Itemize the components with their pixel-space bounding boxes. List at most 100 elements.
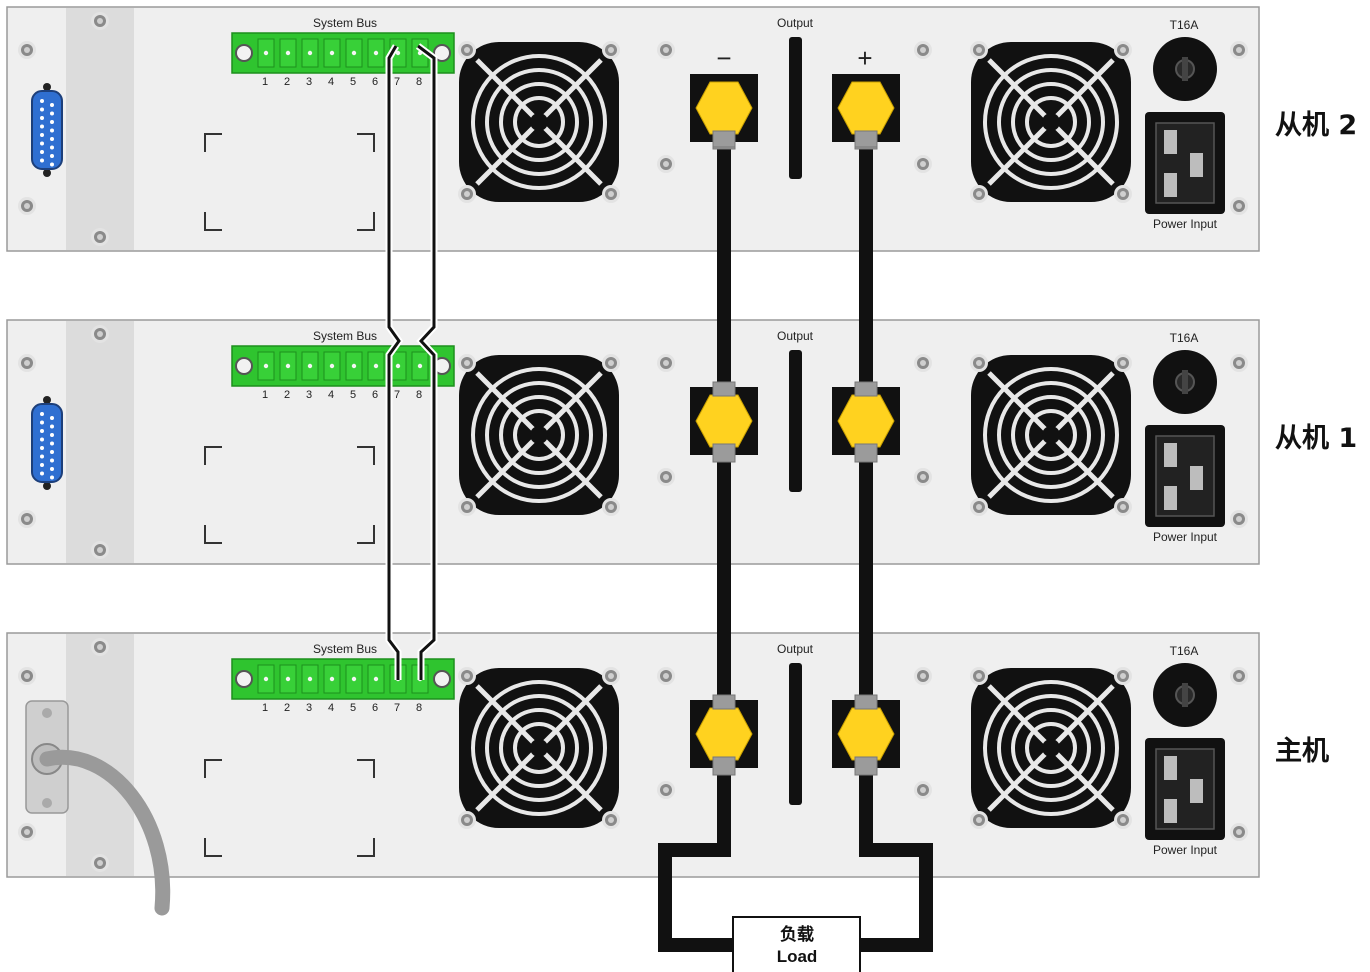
fuse-label: T16A xyxy=(1170,18,1199,32)
bus-pin-number: 4 xyxy=(328,702,334,714)
fan-grille-icon xyxy=(459,355,619,515)
power-input-label: Power Input xyxy=(1153,530,1218,544)
rack-ear xyxy=(66,321,134,563)
screw-icon xyxy=(91,638,109,656)
bus-pin-number: 2 xyxy=(284,389,290,401)
bus-pin-number: 6 xyxy=(372,76,378,88)
fuse-holder-icon xyxy=(1153,37,1217,101)
screw-icon xyxy=(970,185,988,203)
screw-icon xyxy=(970,41,988,59)
positive-cable xyxy=(850,120,933,952)
screw-icon xyxy=(18,667,36,685)
minus-label: − xyxy=(716,43,731,73)
fan-grille-icon xyxy=(459,42,619,202)
load-label-cn: 负载 xyxy=(780,924,814,945)
system-bus-terminal xyxy=(231,32,455,74)
power-inlet-icon xyxy=(1145,112,1225,214)
screw-icon xyxy=(1230,823,1248,841)
cable-lug xyxy=(712,694,736,710)
screw-icon xyxy=(1230,41,1248,59)
screw-icon xyxy=(18,823,36,841)
screw-icon xyxy=(91,228,109,246)
screw-icon xyxy=(458,498,476,516)
bus-pin-number: 8 xyxy=(416,76,422,88)
device-role-label: 从机 1 xyxy=(1275,423,1357,454)
screw-icon xyxy=(657,155,675,173)
output-label: Output xyxy=(777,329,814,343)
screw-icon xyxy=(91,541,109,559)
screw-icon xyxy=(914,468,932,486)
screw-icon xyxy=(914,781,932,799)
power-input-label: Power Input xyxy=(1153,843,1218,857)
screw-icon xyxy=(657,354,675,372)
screw-icon xyxy=(1114,498,1132,516)
screw-icon xyxy=(1230,667,1248,685)
system-bus-terminal xyxy=(231,345,455,387)
db15-connector-icon xyxy=(31,83,63,177)
cable-lug xyxy=(854,756,878,776)
output-slot xyxy=(789,663,802,805)
bus-pin-number: 2 xyxy=(284,76,290,88)
bus-pin-number: 6 xyxy=(372,702,378,714)
screw-icon xyxy=(18,510,36,528)
screw-icon xyxy=(602,354,620,372)
screw-icon xyxy=(18,197,36,215)
fan-grille-icon xyxy=(971,355,1131,515)
screw-icon xyxy=(1230,354,1248,372)
screw-icon xyxy=(914,155,932,173)
screw-icon xyxy=(1114,667,1132,685)
fuse-label: T16A xyxy=(1170,331,1199,345)
output-label: Output xyxy=(777,16,814,30)
bus-pin-number: 1 xyxy=(262,389,268,401)
bus-pin-number: 8 xyxy=(416,389,422,401)
db15-connector-icon xyxy=(31,396,63,490)
screw-icon xyxy=(18,354,36,372)
screw-icon xyxy=(458,354,476,372)
bus-pin-number: 5 xyxy=(350,389,356,401)
bus-pin-number: 5 xyxy=(350,702,356,714)
screw-icon xyxy=(602,41,620,59)
screw-icon xyxy=(458,41,476,59)
slot-corner-marks xyxy=(204,446,375,544)
cable-lug xyxy=(854,443,878,463)
cable-lug xyxy=(854,130,878,148)
screw-icon xyxy=(602,498,620,516)
bus-pin-number: 7 xyxy=(394,76,400,88)
fuse-holder-icon xyxy=(1153,663,1217,727)
bus-pin-number: 2 xyxy=(284,702,290,714)
output-slot xyxy=(789,37,802,179)
screw-icon xyxy=(458,667,476,685)
screw-icon xyxy=(91,854,109,872)
system-bus-wiring xyxy=(385,43,438,680)
power-inlet-icon xyxy=(1145,425,1225,527)
bus-pin-number: 6 xyxy=(372,389,378,401)
bus-pin-number: 4 xyxy=(328,389,334,401)
screw-icon xyxy=(657,781,675,799)
bus-pin-number: 4 xyxy=(328,76,334,88)
output-terminal-icon xyxy=(832,74,900,142)
negative-cable xyxy=(658,120,742,952)
bus-pin-number: 3 xyxy=(306,76,312,88)
cable-lug xyxy=(712,130,736,148)
rack-ear xyxy=(66,8,134,250)
screw-icon xyxy=(1114,811,1132,829)
bus-pin-number: 1 xyxy=(262,702,268,714)
screw-icon xyxy=(458,185,476,203)
cable-lug xyxy=(712,756,736,776)
fuse-holder-icon xyxy=(1153,350,1217,414)
bus-pin-number: 3 xyxy=(306,389,312,401)
screw-icon xyxy=(970,667,988,685)
screw-icon xyxy=(914,354,932,372)
device-role-label: 主机 xyxy=(1275,736,1329,767)
output-slot xyxy=(789,350,802,492)
screw-icon xyxy=(458,811,476,829)
bus-pin-number: 7 xyxy=(394,389,400,401)
slot-corner-marks xyxy=(204,759,375,857)
screw-icon xyxy=(91,325,109,343)
screw-icon xyxy=(602,811,620,829)
output-terminal-icon xyxy=(690,74,758,142)
